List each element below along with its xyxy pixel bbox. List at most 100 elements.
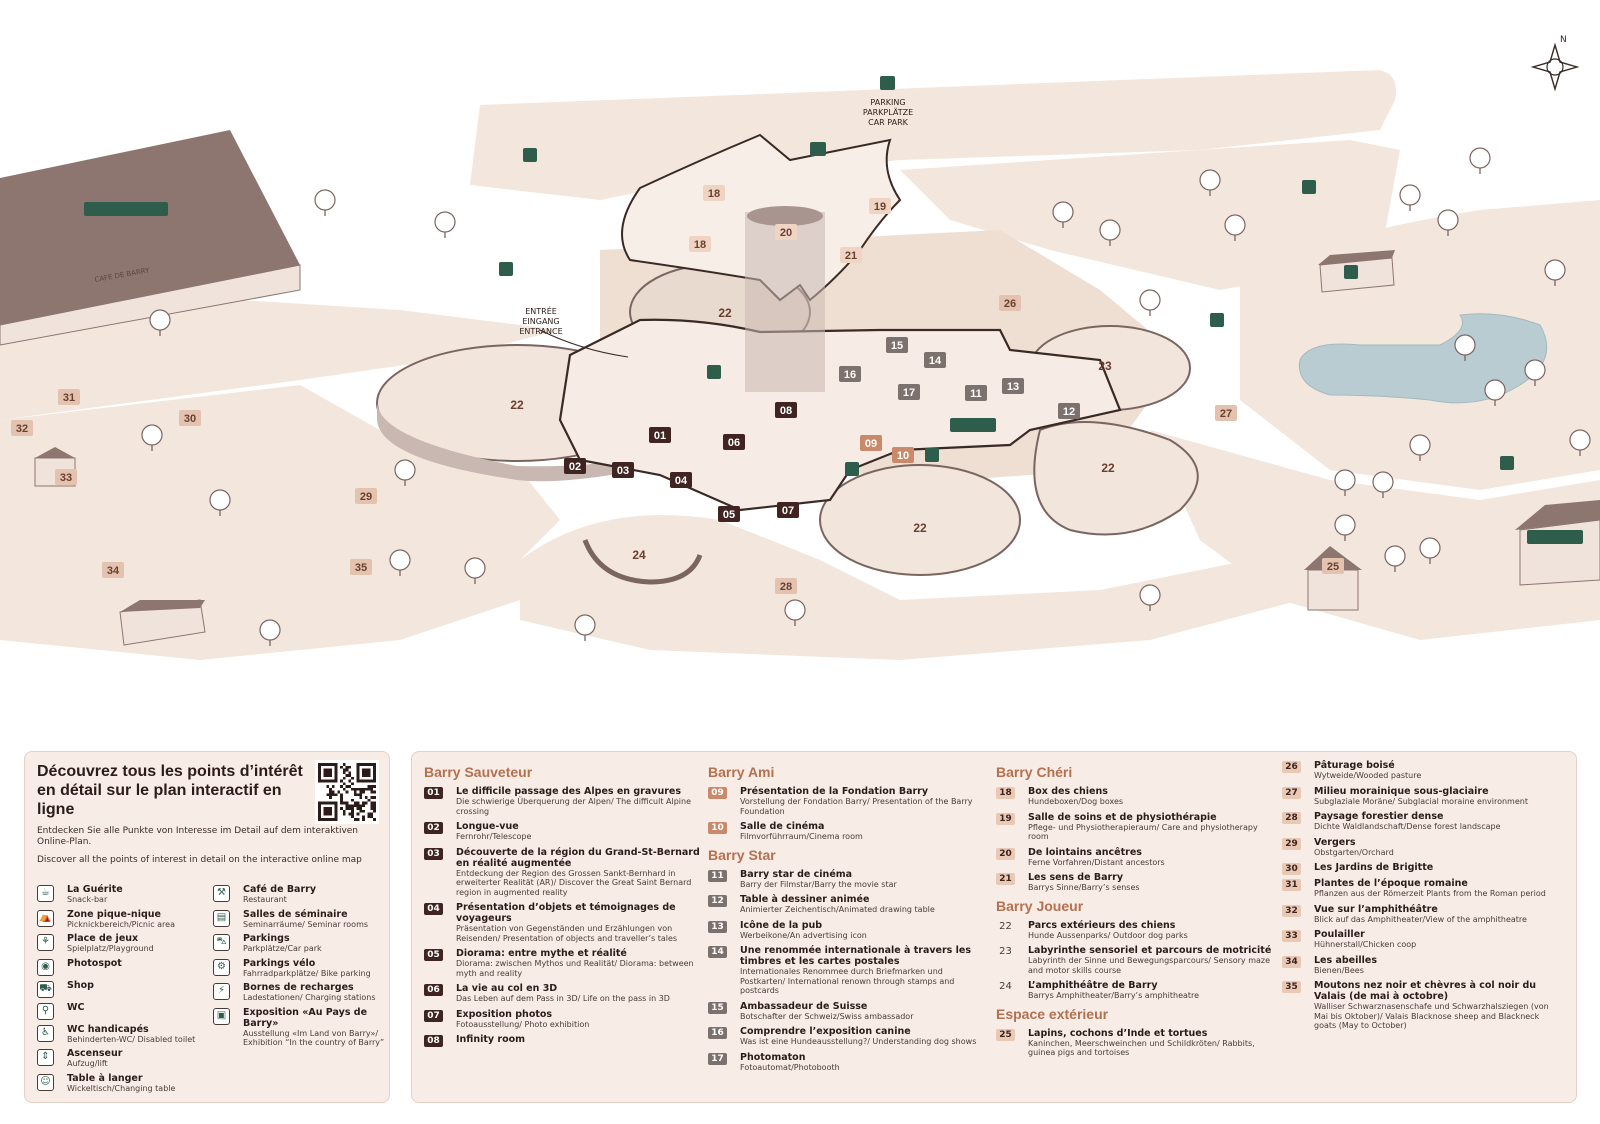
ground-southeast bbox=[1150, 430, 1600, 640]
map-marker-06[interactable]: 06 bbox=[723, 434, 745, 450]
map-marker-32[interactable]: 32 bbox=[11, 420, 33, 436]
map-marker-35[interactable]: 35 bbox=[350, 559, 372, 575]
legend-item-title: Labyrinthe sensoriel et parcours de motr… bbox=[1028, 945, 1272, 956]
service-subtitle: Seminarräume/ Seminar rooms bbox=[243, 919, 369, 929]
map-marker-31[interactable]: 31 bbox=[58, 389, 80, 405]
map-marker-28[interactable]: 28 bbox=[775, 578, 797, 594]
qr-code[interactable] bbox=[315, 760, 379, 824]
map-marker-08[interactable]: 08 bbox=[775, 402, 797, 418]
legend-item-subtitle: Barry der Filmstar/Barry the movie star bbox=[740, 879, 897, 889]
legend-number-badge: 12 bbox=[708, 895, 727, 907]
map-marker-02[interactable]: 02 bbox=[564, 458, 586, 474]
map-marker-badge bbox=[564, 458, 586, 474]
map-marker-23[interactable]: 23 bbox=[1098, 359, 1112, 373]
legend-number-badge: 07 bbox=[424, 1009, 443, 1022]
map-marker-30[interactable]: 30 bbox=[179, 410, 201, 426]
map-marker-badge bbox=[670, 472, 692, 488]
map-marker-09[interactable]: 09 bbox=[860, 435, 882, 451]
service-subtitle: Parkplätze/Car park bbox=[243, 944, 322, 953]
legend-number-badge: 11 bbox=[708, 869, 727, 882]
legend-item-title: Découverte de la région du Grand-St-Bern… bbox=[456, 846, 700, 869]
map-marker-badge bbox=[11, 420, 33, 436]
map-marker-badge bbox=[723, 434, 745, 450]
legend-number-badge: 32 bbox=[1282, 904, 1301, 917]
tree-icon bbox=[1139, 289, 1161, 316]
tree-icon bbox=[1334, 469, 1356, 496]
service-title: Shop bbox=[67, 979, 94, 991]
map-marker-15[interactable]: 15 bbox=[886, 337, 908, 353]
map-marker-22[interactable]: 22 bbox=[718, 306, 732, 320]
charging-icon bbox=[523, 148, 537, 162]
map-marker-label: 13 bbox=[1007, 381, 1019, 393]
map-marker-17[interactable]: 17 bbox=[898, 384, 920, 400]
map-marker-label: 22 bbox=[913, 521, 927, 535]
map-marker-18[interactable]: 18 bbox=[689, 236, 711, 252]
map-marker-26[interactable]: 26 bbox=[999, 295, 1021, 311]
map-marker-25[interactable]: 25 bbox=[1322, 558, 1344, 574]
map-marker-11[interactable]: 11 bbox=[965, 385, 987, 401]
map-marker-18[interactable]: 18 bbox=[703, 185, 725, 201]
map-marker-05[interactable]: 05 bbox=[718, 506, 740, 522]
entrance-label-de: EINGANG bbox=[522, 317, 559, 326]
cafe-building: CAFE DE BARRY bbox=[0, 130, 301, 346]
dog-park-east bbox=[1033, 421, 1199, 536]
map-marker-21[interactable]: 21 bbox=[840, 247, 862, 263]
legend-number-badge: 20 bbox=[996, 847, 1015, 860]
map-marker-badge bbox=[179, 410, 201, 426]
tree-icon bbox=[1484, 379, 1506, 406]
map-marker-12[interactable]: 12 bbox=[1058, 403, 1080, 419]
legend-item-title: Lapins, cochons d’Inde et tortues bbox=[1028, 1027, 1208, 1039]
map-marker-16[interactable]: 16 bbox=[839, 366, 861, 382]
legend-section-title: Barry Star bbox=[708, 846, 776, 863]
service-subtitle: Ausstellung «Im Land von Barry»/ Exhibit… bbox=[243, 1028, 385, 1048]
legend-item-title: Ambassadeur de Suisse bbox=[740, 1000, 868, 1012]
map-marker-01[interactable]: 01 bbox=[649, 427, 671, 443]
map-marker-13[interactable]: 13 bbox=[1002, 378, 1024, 394]
map-marker-29[interactable]: 29 bbox=[355, 488, 377, 504]
map-marker-34[interactable]: 34 bbox=[102, 562, 124, 578]
legend-item-subtitle: Subglaziale Moräne/ Subglacial moraine e… bbox=[1314, 796, 1528, 806]
service-title: Salles de séminaire bbox=[243, 908, 348, 920]
house-south bbox=[119, 599, 206, 646]
entrance-label-en: ENTRANCE bbox=[519, 327, 562, 336]
legend-item-subtitle: Hühnerstall/Chicken coop bbox=[1314, 940, 1417, 949]
map-marker-22[interactable]: 22 bbox=[913, 521, 927, 535]
legend-item-title: Box des chiens bbox=[1028, 786, 1108, 797]
legend-section-title: Espace extérieur bbox=[996, 1005, 1109, 1022]
legend-number-badge: 17 bbox=[708, 1052, 727, 1065]
map-marker-14[interactable]: 14 bbox=[924, 352, 946, 368]
map-marker-22[interactable]: 22 bbox=[510, 398, 524, 412]
legend-item-title: Moutons nez noir et chèvres à col noir d… bbox=[1314, 980, 1537, 1002]
map-marker-33[interactable]: 33 bbox=[55, 469, 77, 485]
legend-item-title: Salle de soins et de physiothérapie bbox=[1028, 811, 1217, 823]
map-marker-10[interactable]: 10 bbox=[892, 447, 914, 463]
map-marker-04[interactable]: 04 bbox=[670, 472, 692, 488]
restaurant-icon: ⚒ bbox=[213, 885, 230, 902]
service-title: Photospot bbox=[67, 957, 122, 969]
car-icon: ⛍ bbox=[213, 934, 230, 951]
map-marker-03[interactable]: 03 bbox=[612, 462, 634, 478]
map-marker-22[interactable]: 22 bbox=[1101, 461, 1115, 475]
legend-item-subtitle: Wytweide/Wooded pasture bbox=[1314, 771, 1422, 780]
legend-item-title: Présentation de la Fondation Barry bbox=[740, 786, 929, 797]
service-subtitle: Fahrradparkplätze/ Bike parking bbox=[243, 968, 371, 978]
service-title: WC handicapés bbox=[67, 1023, 149, 1035]
map-marker-27[interactable]: 27 bbox=[1215, 405, 1237, 421]
map-marker-20[interactable]: 20 bbox=[775, 224, 797, 240]
map-marker-07[interactable]: 07 bbox=[777, 502, 799, 518]
map-marker-badge bbox=[840, 247, 862, 263]
legend-item-title: Parcs extérieurs des chiens bbox=[1028, 919, 1176, 931]
map-marker-19[interactable]: 19 bbox=[869, 198, 891, 214]
map-marker-24[interactable]: 24 bbox=[632, 548, 646, 562]
service-subtitle: Picknickbereich/Picnic area bbox=[67, 919, 175, 929]
legend-item-subtitle: Die schwierige Überquerung der Alpen/ Th… bbox=[456, 797, 692, 816]
